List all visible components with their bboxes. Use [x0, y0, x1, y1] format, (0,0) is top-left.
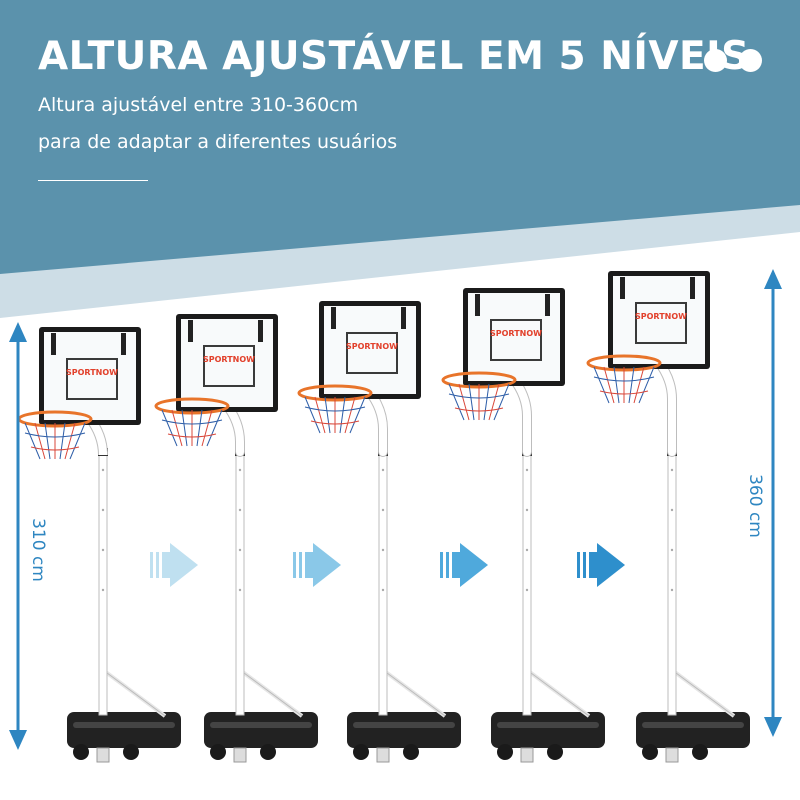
basketball-hoop: SPORTNOW — [586, 271, 750, 763]
pagination-dots — [704, 49, 762, 72]
brand-logo: SPORTNOW — [346, 342, 398, 351]
arrow-down-icon — [764, 717, 782, 737]
height-label-min: 310 cm — [28, 518, 48, 582]
basketball-hoop: SPORTNOW — [441, 288, 605, 763]
brand-logo: SPORTNOW — [203, 355, 255, 364]
arrow-up-icon — [9, 322, 27, 342]
brand-logo: SPORTNOW — [66, 368, 118, 377]
arrow-down-icon — [9, 730, 27, 750]
page-title: ALTURA AJUSTÁVEL EM 5 NÍVEIS — [38, 34, 750, 79]
arrow-right-icon — [293, 543, 341, 587]
basketball-hoop: SPORTNOW — [154, 314, 318, 763]
arrow-right-icon — [150, 543, 198, 587]
arrow-up-icon — [764, 269, 782, 289]
subtitle-line-1: Altura ajustável entre 310-360cm — [38, 94, 359, 116]
height-dimension-left — [9, 322, 27, 750]
basketball-hoop: SPORTNOW — [297, 301, 461, 763]
header-banner: ALTURA AJUSTÁVEL EM 5 NÍVEIS Altura ajus… — [0, 0, 800, 320]
subtitle-line-2: para de adaptar a diferentes usuários — [38, 131, 398, 153]
pagination-dot — [704, 49, 727, 72]
arrow-right-icon — [440, 543, 488, 587]
divider — [38, 180, 148, 181]
height-label-max: 360 cm — [745, 474, 765, 538]
height-dimension-right — [764, 269, 782, 737]
basketball-hoop: SPORTNOW — [17, 327, 181, 763]
banner-background — [0, 0, 800, 318]
pagination-dot — [739, 49, 762, 72]
arrow-right-icon — [577, 543, 625, 587]
brand-logo: SPORTNOW — [635, 312, 687, 321]
brand-logo: SPORTNOW — [490, 329, 542, 338]
